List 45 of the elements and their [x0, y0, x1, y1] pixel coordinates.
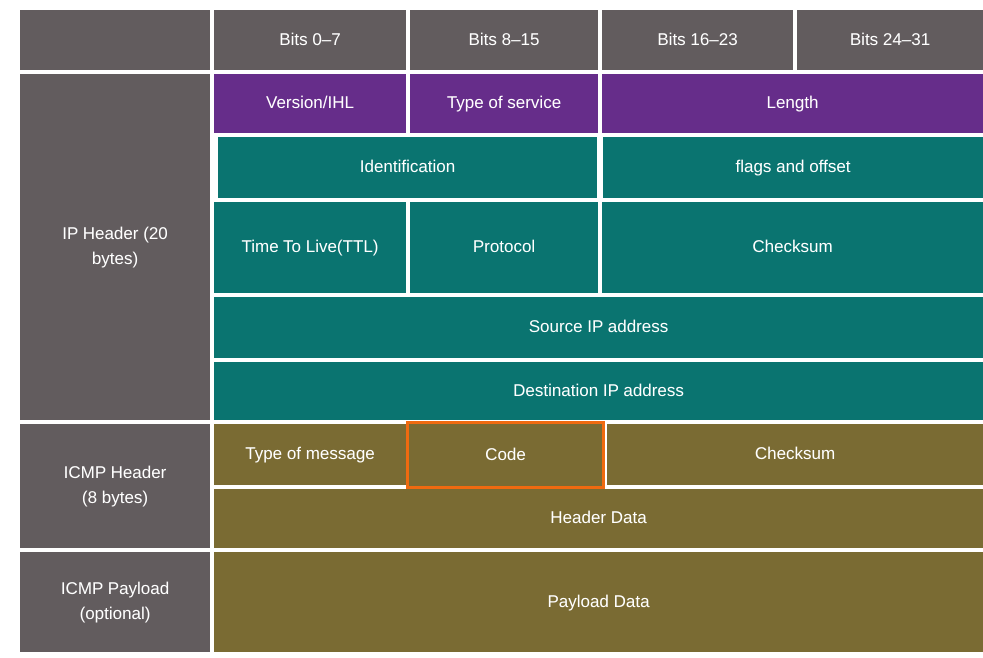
field-cell [218, 137, 597, 198]
field-cell [603, 137, 983, 198]
row-label-cell [20, 74, 210, 420]
field-cell [410, 74, 598, 133]
column-header-text: Bits 0–7 [279, 28, 341, 51]
field-name: Time To Live(TTL) [242, 236, 378, 258]
row-label-cell [20, 552, 210, 652]
column-header [797, 10, 983, 70]
field-name: Code [485, 444, 526, 466]
field-cell [406, 421, 605, 489]
field-cell [214, 552, 983, 652]
column-header [602, 10, 793, 70]
corner-cell [20, 10, 210, 70]
column-header-text: Bits 8–15 [468, 28, 540, 51]
field-cell [214, 202, 406, 293]
column-header [214, 10, 406, 70]
field-name: Protocol [472, 236, 536, 258]
field-cell [410, 202, 598, 293]
field-name: Checksum [752, 236, 833, 258]
field-name: Payload Data [547, 590, 650, 613]
row-label: ICMP Payload (optional) [60, 578, 170, 625]
row-label: IP Header (20 bytes) [61, 223, 169, 270]
field-cell [214, 74, 406, 133]
field-name: Source IP address [528, 316, 668, 338]
field-cell [607, 424, 983, 485]
field-name: Identification [360, 156, 456, 178]
field-cell [602, 74, 983, 133]
field-name: flags and offset [736, 156, 850, 178]
column-header-text: Bits 24–31 [850, 28, 930, 51]
field-name: Type of message [245, 443, 375, 466]
column-header [410, 10, 598, 70]
field-cell [214, 362, 983, 420]
column-header-text: Bits 16–23 [657, 28, 738, 51]
field-name: Length [766, 92, 818, 114]
field-name: Checksum [754, 443, 836, 466]
field-cell [214, 489, 983, 548]
field-name: Type of service [446, 92, 562, 114]
row-label-cell [20, 424, 210, 548]
field-name: Header Data [550, 507, 647, 530]
field-name: Version/IHL [266, 92, 354, 114]
field-name: Destination IP address [513, 380, 684, 402]
field-cell [214, 424, 406, 485]
field-cell [214, 297, 983, 358]
field-cell [602, 202, 983, 293]
row-label: ICMP Header (8 bytes) [62, 462, 168, 509]
